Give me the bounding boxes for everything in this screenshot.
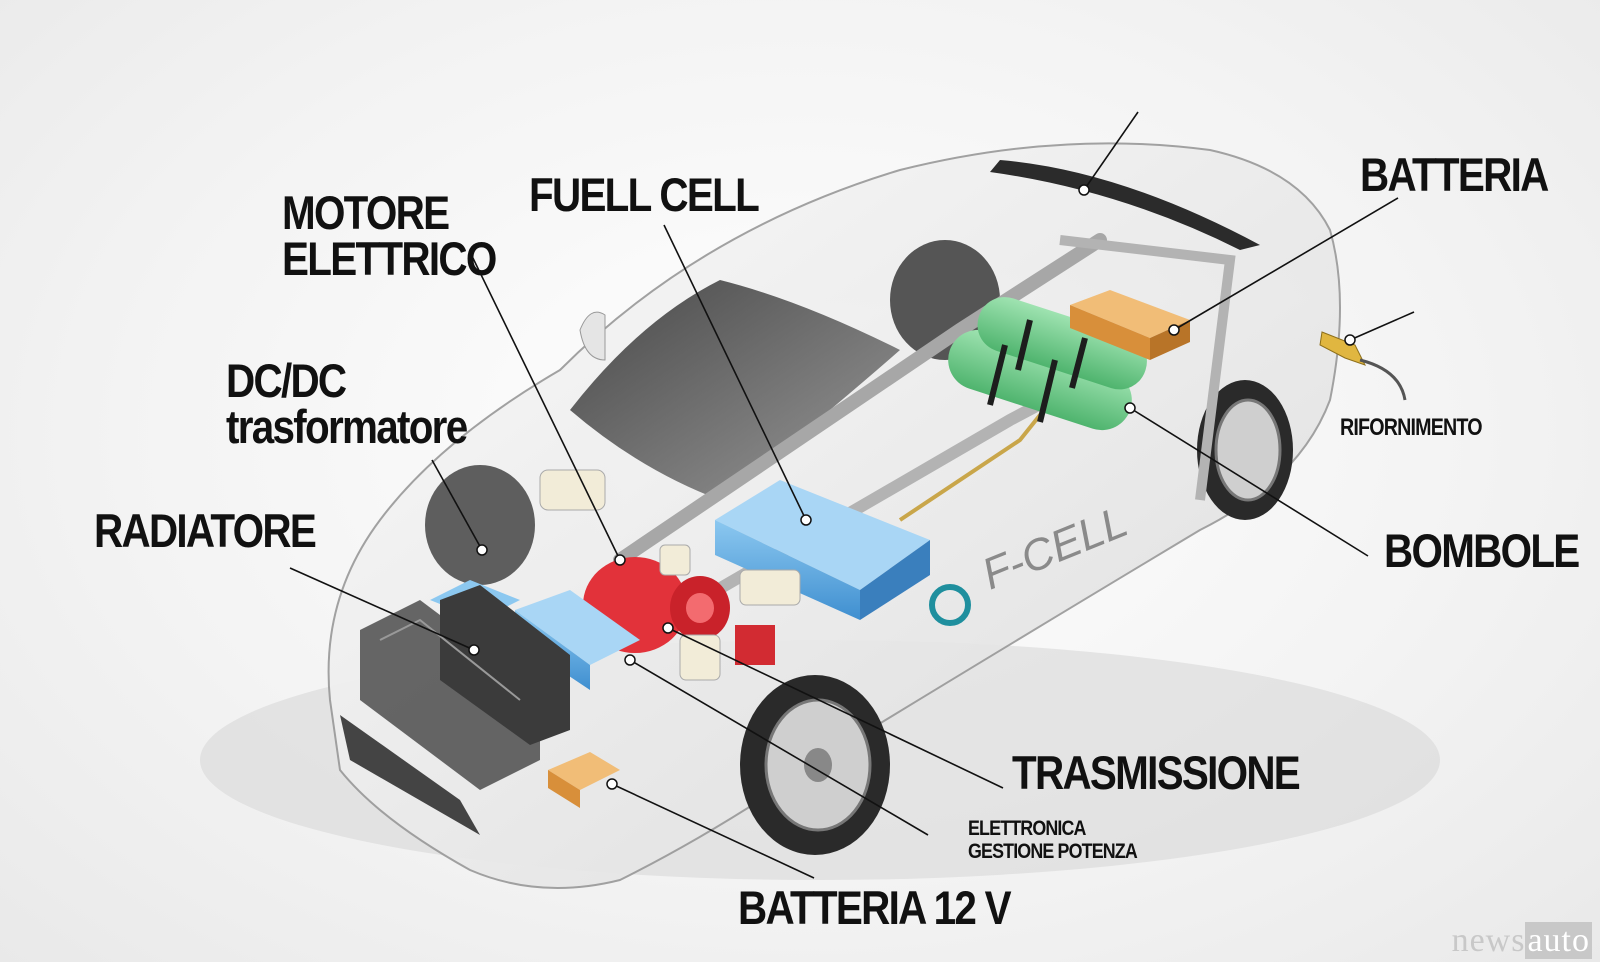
- radiator: [360, 585, 570, 790]
- label-batteria-12v: BATTERIA 12 V: [738, 881, 1012, 934]
- label-dcdc-trasformatore: DC/DC trasformatore: [226, 354, 468, 454]
- front-left-wheel: [425, 465, 535, 585]
- chassis-tube: [1059, 235, 1236, 501]
- hydrogen-tanks: [948, 297, 1147, 431]
- anchor-dot: [606, 778, 618, 790]
- label-trasmissione: TRASMISSIONE: [1012, 746, 1301, 799]
- rear-wheel: [1197, 380, 1293, 520]
- leader-line-trasmissione: [667, 627, 1004, 789]
- label-elettronica-gestione-potenza: ELETTRONICA GESTIONE POTENZA: [968, 817, 1138, 864]
- leader-line-elettronica: [629, 659, 929, 836]
- label-rifornimento: RIFORNIMENTO: [1340, 414, 1483, 441]
- leader-line-batteria: [1173, 197, 1399, 331]
- label-batteria: BATTERIA: [1360, 148, 1549, 201]
- side-mirror: [579, 311, 606, 361]
- label-fuell-cell: FUELL CELL: [529, 168, 760, 221]
- leader-line-motore: [469, 251, 621, 561]
- label-dcdc-line2: trasformatore: [226, 400, 468, 454]
- label-dcdc-line1: DC/DC: [226, 354, 347, 407]
- battery-12v: [548, 752, 620, 808]
- leader-line-dcdc: [431, 459, 483, 551]
- label-motore-elettrico: MOTORE ELETTRICO: [282, 186, 497, 286]
- label-elettronica-line1: ELETTRONICA: [968, 817, 1086, 840]
- label-radiatore: RADIATORE: [94, 504, 317, 557]
- windshield: [570, 280, 900, 500]
- rear-window: [990, 160, 1260, 250]
- leader-line-radiatore: [289, 567, 475, 651]
- label-elettronica-line2: GESTIONE POTENZA: [968, 840, 1138, 864]
- anchor-dot: [1078, 184, 1090, 196]
- anchor-dot: [662, 622, 674, 634]
- front-wheel: [740, 675, 890, 855]
- f-cell-logo: [929, 584, 971, 626]
- label-motore-line1: MOTORE: [282, 186, 450, 239]
- label-motore-line2: ELETTRICO: [282, 232, 497, 286]
- anchor-dot: [468, 644, 480, 656]
- chassis-tube: [613, 233, 1107, 567]
- watermark-part2: auto: [1525, 922, 1592, 959]
- front-grille: [340, 715, 480, 835]
- anchor-dot: [1124, 402, 1136, 414]
- anchor-dot: [624, 654, 636, 666]
- watermark-part1: news: [1451, 922, 1526, 959]
- leader-line-rifornimento: [1349, 311, 1415, 341]
- leader-line-bombole: [1129, 407, 1369, 557]
- anchor-dot: [1168, 324, 1180, 336]
- anchor-dot: [614, 554, 626, 566]
- anchor-dot: [800, 514, 812, 526]
- rear-battery: [1070, 290, 1190, 360]
- leader-line-top: [1083, 111, 1139, 191]
- label-bombole: BOMBOLE: [1384, 524, 1580, 577]
- anchor-dot: [1344, 334, 1356, 346]
- leader-line-batteria12: [611, 783, 815, 879]
- anchor-dot: [476, 544, 488, 556]
- leader-line-fuell-cell: [663, 224, 807, 521]
- newsauto-watermark: newsauto: [1452, 922, 1592, 960]
